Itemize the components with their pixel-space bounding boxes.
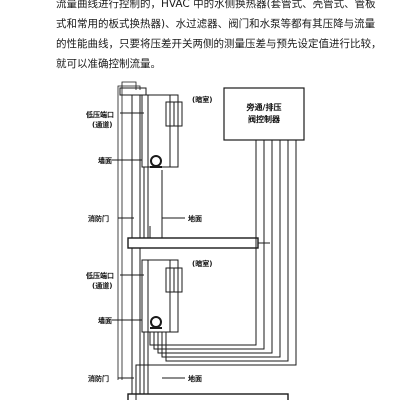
lower-unit-inner [147,259,171,333]
lower-floor-slab [127,393,289,400]
controller-box [223,87,305,141]
upper-fire-door-label: 消防门 [88,214,109,223]
lower-valve [150,316,162,328]
paragraph-line-1: 流量曲线进行控制的，HVAC 中的水侧换热器(套管式、壳管式、管板 [56,0,376,10]
lower-room-label: (暗室) [192,259,212,268]
upper-floor-slab [127,237,259,249]
signal-line-1 [149,140,257,346]
signal-line-2 [153,140,265,350]
upper-low-pressure-port-label: 低压端口 [85,110,114,119]
signal-line-5 [165,140,289,362]
description-paragraph: 流量曲线进行控制的，HVAC 中的水侧换热器(套管式、壳管式、管板 式和常用的板… [56,0,382,74]
controller-label-line-2: 阀控制器 [248,114,281,124]
paragraph-line-2: 式和常用的板式换热器)、水过滤器、阀门和水泵等都有其压降与流量 [56,18,376,30]
signal-line-3 [157,140,273,354]
lower-low-pressure-port-label: 低压端口 [85,271,114,280]
upper-wall-label: 墙面 [98,156,112,165]
lower-floor-label: 地面 [188,374,202,383]
paragraph-line-4: 就可以准确控制流量。 [56,58,161,70]
lower-wall-label: 墙面 [98,316,112,325]
lower-low-pressure-port-sub-label: (通道) [92,281,112,290]
shaft-top-cap [119,87,147,96]
paragraph-line-3: 的性能曲线，只要将压差开关两侧的测量压差与预先设定值进行比较， [56,38,382,50]
upper-valve [150,155,162,167]
signal-line-6 [135,140,297,400]
upper-low-pressure-port-sub-label: (通道) [92,120,112,129]
upper-floor-label: 地面 [188,214,202,223]
lower-fire-door-label: 消防门 [88,374,109,383]
upper-room-label: (暗室) [192,95,212,104]
controller-label-line-1: 旁通/排压 [246,102,282,112]
signal-line-4 [161,140,281,358]
